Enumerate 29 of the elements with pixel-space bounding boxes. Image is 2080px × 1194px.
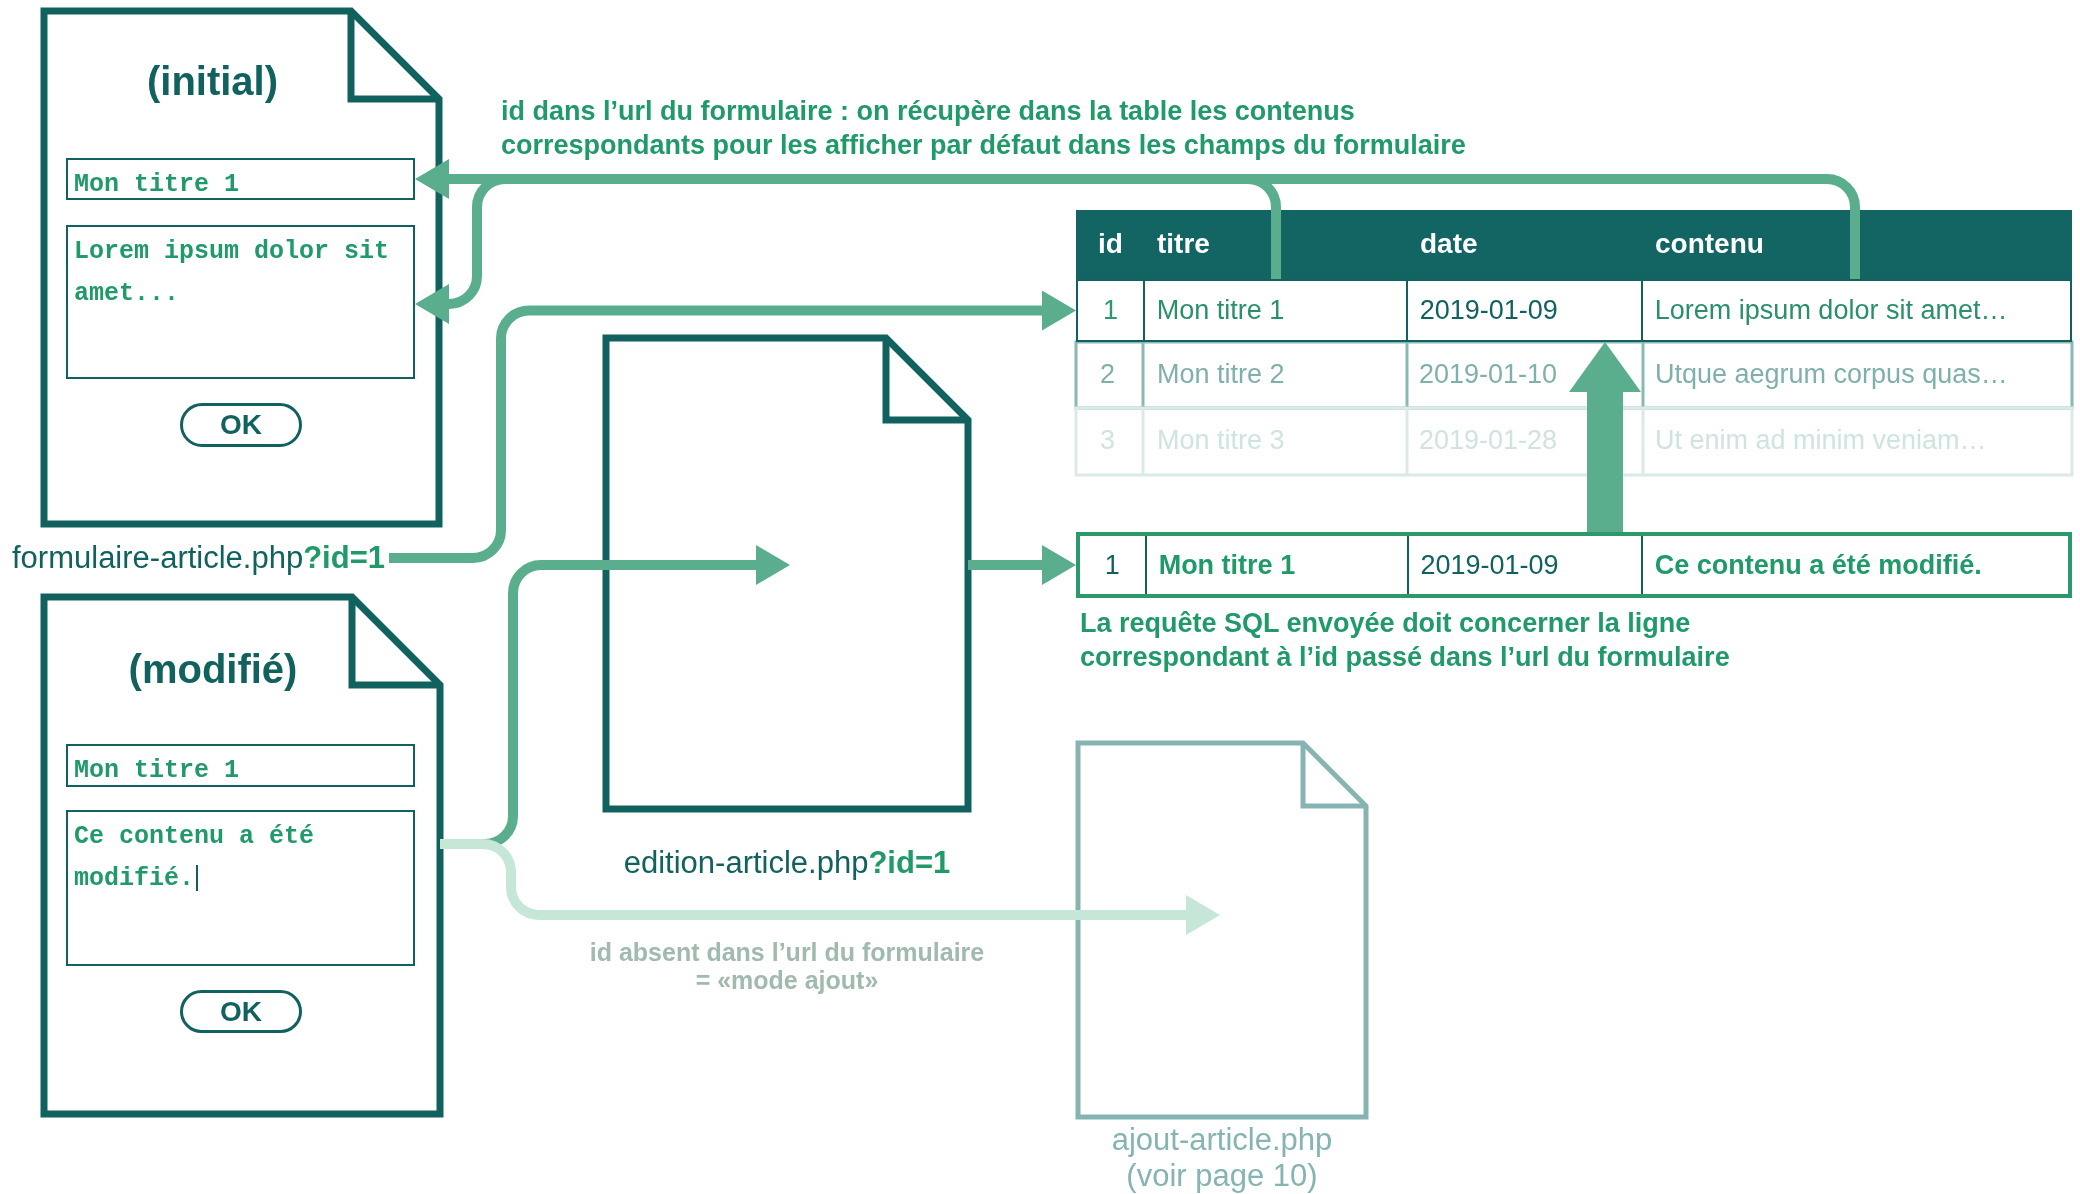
file-name: ajout-article.php bbox=[1110, 1122, 1334, 1158]
table-cell: 1 bbox=[1080, 536, 1147, 594]
column-header: id bbox=[1098, 228, 1123, 260]
column-header: date bbox=[1420, 228, 1478, 260]
table-cell-text: Ce contenu a été modifié. bbox=[1653, 548, 1983, 582]
table-cell: 2019-01-09 bbox=[1407, 281, 1643, 340]
table-cell: Mon titre 1 bbox=[1144, 281, 1408, 340]
table-cell-text: Lorem ipsum dolor sit amet… bbox=[1653, 294, 2009, 327]
thick-arrow bbox=[1569, 342, 1641, 532]
table-text: 2019-01-10 bbox=[1419, 359, 1558, 390]
table-row bbox=[1076, 532, 2072, 598]
file-name: formulaire-article.php?id=1 bbox=[12, 540, 385, 576]
annotation-text: id dans l’url du formulaire : on récupère dans la table les contenus correspondants pour les afficher par défaut dans les champs du formulaire bbox=[501, 95, 1467, 162]
annotation-text: La requête SQL envoyée doit concerner la ligne correspondant à l’id passé dans l’url du formulaire bbox=[1080, 607, 1731, 674]
column-header: contenu bbox=[1655, 228, 1764, 260]
table-text: 2 bbox=[1100, 359, 1116, 390]
arrow bbox=[415, 174, 1860, 324]
file-name: (voir page 10) bbox=[1125, 1158, 1319, 1194]
arrow bbox=[415, 159, 1281, 279]
table-row bbox=[1076, 279, 2072, 342]
arrow bbox=[968, 545, 1076, 585]
table-cell: 1 bbox=[1078, 281, 1145, 340]
file-name: edition-article.php?id=1 bbox=[622, 845, 952, 881]
column-header: titre bbox=[1157, 228, 1210, 260]
arrow bbox=[440, 839, 1220, 935]
table-text: Mon titre 2 bbox=[1157, 359, 1285, 390]
table-text: Utque aegrum corpus quas… bbox=[1655, 359, 2008, 390]
table-cell: Mon titre 1 bbox=[1146, 536, 1409, 594]
table-cell: 2019-01-09 bbox=[1408, 536, 1643, 594]
